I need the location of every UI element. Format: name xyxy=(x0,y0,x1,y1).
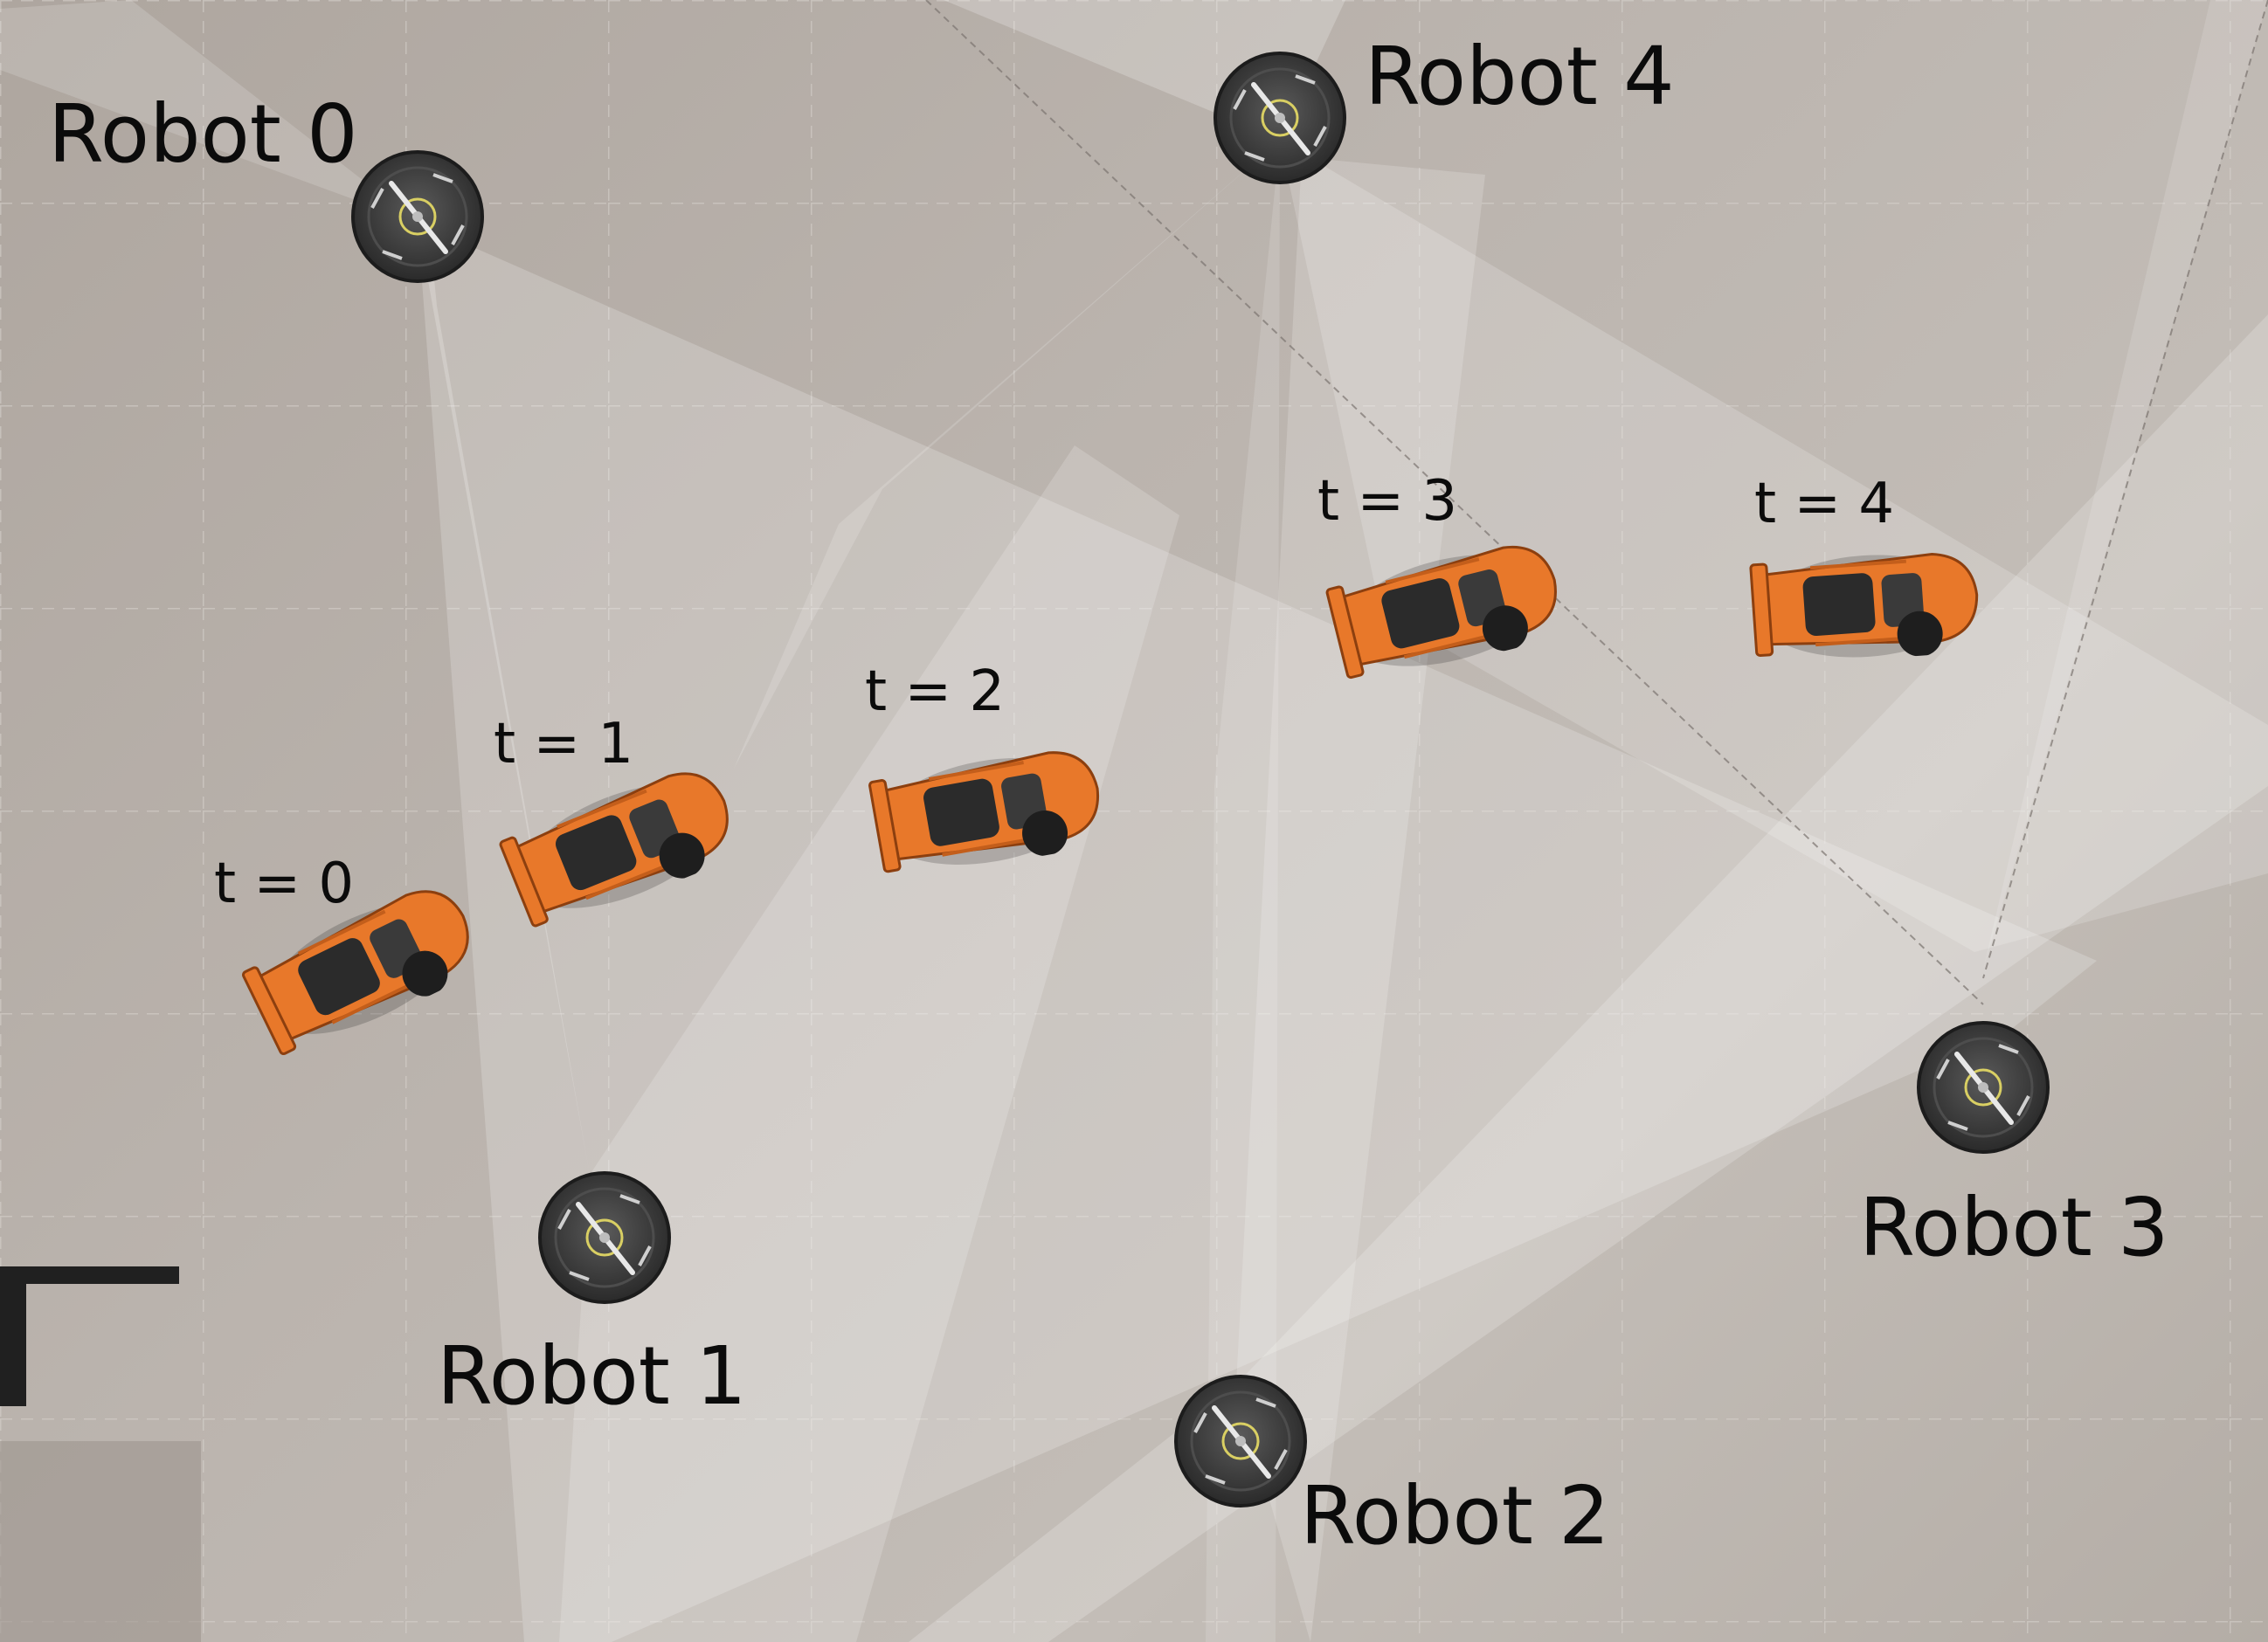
robot-0-icon xyxy=(353,152,482,281)
robot-4-cone-right xyxy=(1280,140,2268,952)
dashed-ray-1 xyxy=(925,0,1984,1005)
robot-4-icon xyxy=(1215,53,1345,183)
timestep-0-label: t = 0 xyxy=(214,852,355,916)
timestep-4-label: t = 4 xyxy=(1754,472,1895,536)
timestep-2-label: t = 2 xyxy=(865,659,1006,724)
robot-0-label: Robot 0 xyxy=(48,87,358,181)
robot-2-label: Robot 2 xyxy=(1300,1469,1610,1563)
robot-4-label: Robot 4 xyxy=(1365,30,1675,123)
robot-3-label: Robot 3 xyxy=(1859,1181,2169,1274)
robot-0-cone-b xyxy=(418,223,2097,1642)
timestep-1-label: t = 1 xyxy=(494,712,634,776)
car-t4-icon xyxy=(1748,546,1983,667)
robot-1-label: Robot 1 xyxy=(437,1329,747,1423)
car-t3-icon xyxy=(1324,532,1570,690)
robot-0-cone-a xyxy=(0,0,418,223)
robot-2-icon xyxy=(1176,1376,1305,1506)
floor-bracket xyxy=(0,1266,179,1406)
timestep-3-label: t = 3 xyxy=(1317,469,1458,534)
robot-2-cone-up xyxy=(1236,157,1485,1642)
robot-3-cone xyxy=(1983,0,2268,969)
robot-1-cone xyxy=(559,445,1179,1642)
dashed-ray-2 xyxy=(1982,0,2268,979)
car-t1-icon xyxy=(497,755,747,938)
robot-1-cone-up xyxy=(418,218,590,1175)
car-t2-icon xyxy=(867,740,1110,884)
robot-1-icon xyxy=(540,1173,669,1302)
robot-4-cone-down xyxy=(1206,140,1280,1642)
dark-floor-tile xyxy=(0,1441,201,1642)
robot-3-icon xyxy=(1919,1023,2048,1152)
